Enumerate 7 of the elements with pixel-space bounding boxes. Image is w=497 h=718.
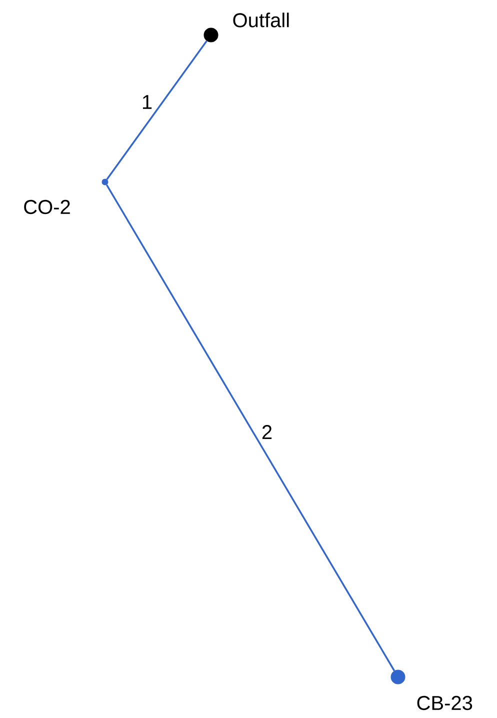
node-label: Outfall xyxy=(233,12,289,28)
edge-label: 1 xyxy=(140,94,154,110)
connector-line xyxy=(106,40,208,180)
edge-label: 2 xyxy=(260,424,274,440)
connector-line xyxy=(106,184,396,672)
node-label: CB-23 xyxy=(417,696,472,710)
node-label: CO-2 xyxy=(24,200,70,214)
